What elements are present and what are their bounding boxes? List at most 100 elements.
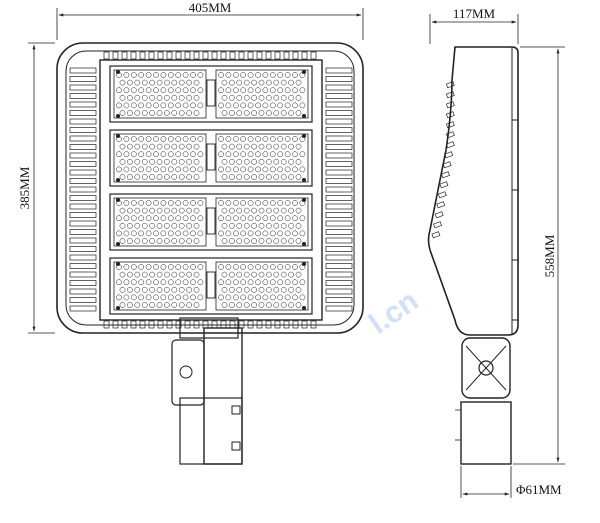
led-lens — [193, 110, 200, 116]
led-lens — [134, 207, 141, 214]
led-lens — [190, 72, 196, 78]
led-lens — [178, 79, 185, 86]
led-lens — [149, 94, 155, 101]
led-lens — [156, 158, 163, 165]
pole-sleeve — [179, 397, 243, 465]
led-lens — [288, 143, 294, 150]
led-lens — [175, 200, 182, 206]
led-lens — [243, 271, 250, 278]
led-lens — [243, 143, 250, 150]
led-lens — [280, 158, 287, 165]
led-lens — [175, 136, 182, 142]
side-width-dimension: 117MM — [429, 6, 519, 44]
led-lens — [167, 264, 174, 270]
led-lens — [236, 79, 243, 86]
fin-top — [166, 51, 173, 60]
led-lens — [160, 230, 167, 237]
led-lens — [221, 158, 228, 165]
led-lens — [197, 215, 204, 222]
led-lens — [269, 151, 276, 158]
fin-bottom — [301, 320, 308, 329]
fin-right — [325, 67, 353, 74]
led-lens — [178, 158, 185, 165]
led-lens — [255, 136, 261, 142]
led-lens — [240, 136, 247, 142]
led-lens — [116, 215, 122, 222]
led-lens — [236, 94, 243, 101]
led-lens — [167, 72, 174, 78]
led-lens — [255, 102, 261, 109]
led-lens — [299, 215, 306, 222]
fin-bottom — [247, 320, 254, 329]
led-lens — [247, 72, 254, 78]
led-lens — [123, 102, 130, 109]
fin-left — [69, 271, 97, 278]
led-lens — [178, 174, 185, 180]
pole-screw-top — [231, 405, 241, 415]
led-lens — [262, 230, 269, 237]
fin-bottom — [310, 320, 317, 329]
led-lens — [243, 174, 250, 180]
led-lens — [280, 286, 287, 293]
led-lens — [277, 294, 284, 301]
led-lens — [288, 174, 294, 180]
led-lens — [251, 143, 257, 150]
led-lens — [182, 151, 189, 158]
led-lens — [171, 286, 178, 293]
led-lens — [299, 230, 306, 237]
led-lens — [134, 94, 141, 101]
led-lens — [175, 230, 182, 237]
led-lens — [243, 158, 250, 165]
led-lens — [295, 158, 302, 165]
side-view — [427, 46, 519, 465]
led-lens — [284, 72, 291, 78]
module-screw — [116, 198, 120, 202]
led-lens — [123, 151, 130, 158]
led-lens — [116, 87, 122, 94]
led-lens — [186, 110, 192, 116]
led-lens — [119, 238, 126, 244]
led-lens — [225, 102, 232, 109]
led-lens — [116, 151, 122, 158]
led-lens — [156, 143, 163, 150]
led-lens — [119, 110, 126, 116]
led-lens — [269, 264, 276, 270]
led-lens — [288, 238, 294, 244]
fin-right — [325, 297, 353, 303]
led-lens — [156, 174, 163, 180]
led-lens — [229, 94, 235, 101]
fin-right — [325, 127, 353, 133]
led-lens — [178, 94, 185, 101]
led-lens — [153, 200, 159, 206]
led-lens — [160, 151, 167, 158]
led-lens — [178, 143, 185, 150]
led-lens — [130, 294, 137, 301]
led-lens — [288, 79, 294, 86]
led-modules — [109, 65, 313, 315]
led-lens — [127, 286, 133, 293]
led-lens — [255, 200, 261, 206]
led-lens — [280, 79, 287, 86]
led-lens — [116, 294, 122, 301]
side-fin — [436, 201, 446, 209]
led-block — [113, 261, 207, 311]
led-lens — [280, 207, 287, 214]
led-lens — [247, 151, 254, 158]
led-lens — [182, 230, 189, 237]
led-lens — [284, 230, 291, 237]
fin-left — [69, 144, 97, 150]
led-lens — [134, 143, 141, 150]
led-lens — [138, 230, 145, 237]
led-lens — [292, 102, 298, 109]
led-lens — [175, 102, 182, 109]
led-lens — [243, 207, 250, 214]
led-lens — [232, 264, 239, 270]
fin-right — [325, 110, 353, 116]
led-lens — [266, 143, 272, 150]
fin-left — [69, 169, 97, 176]
led-lens — [280, 143, 287, 150]
led-lens — [186, 94, 192, 101]
fin-top — [202, 51, 209, 60]
led-lens — [299, 294, 306, 301]
led-lens — [251, 238, 257, 244]
